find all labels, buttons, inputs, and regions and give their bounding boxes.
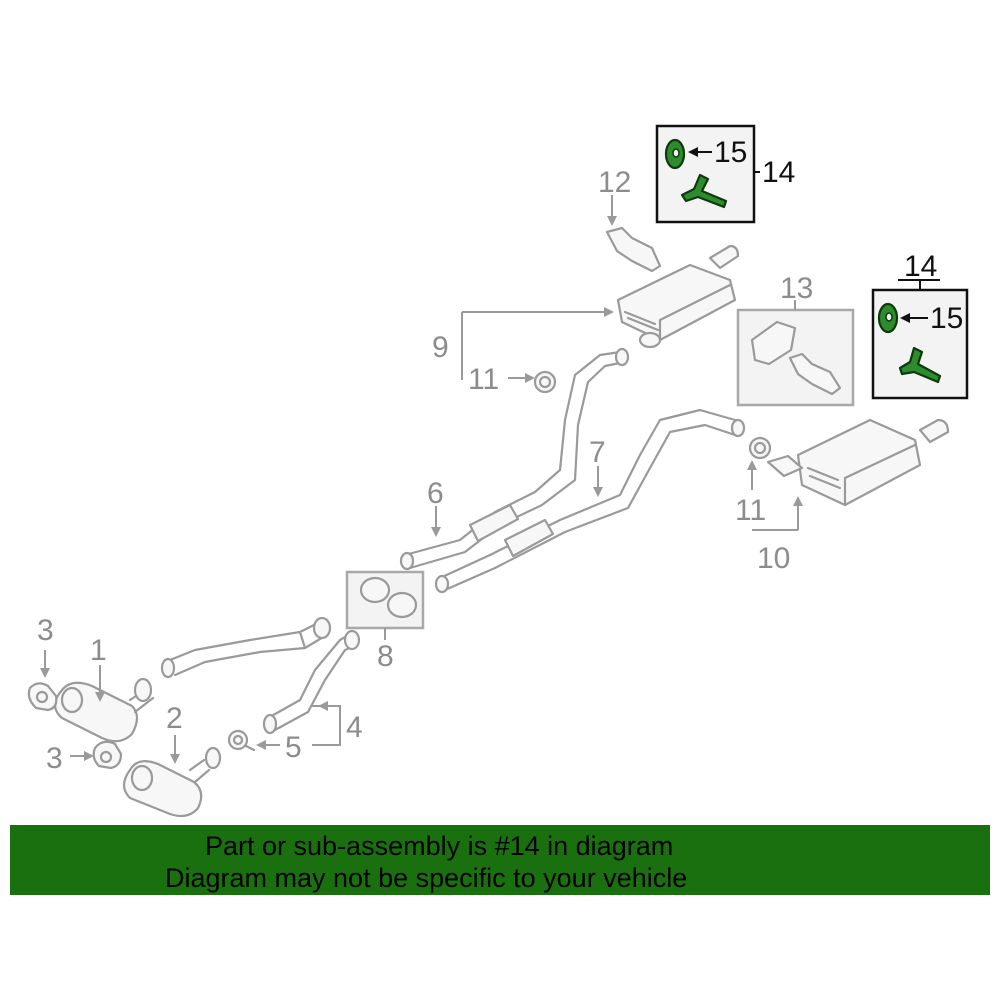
callout-11-upper: 11 xyxy=(468,363,499,396)
front-pipe-4[interactable] xyxy=(160,616,361,735)
hanger-assembly-14-upper[interactable] xyxy=(655,124,760,224)
intermediate-pipe-6[interactable] xyxy=(399,347,630,571)
callout-9: 9 xyxy=(432,331,449,364)
clamp-kit-8[interactable] xyxy=(345,570,425,630)
callout-5: 5 xyxy=(285,731,302,764)
callout-11-lower: 11 xyxy=(735,494,766,527)
catalytic-converter-2[interactable] xyxy=(122,746,222,818)
callout-14-upper: 14 xyxy=(762,156,795,189)
callout-12: 12 xyxy=(598,166,631,199)
callout-7: 7 xyxy=(589,436,606,469)
callout-4: 4 xyxy=(346,711,363,744)
intermediate-pipe-7[interactable] xyxy=(434,408,746,594)
hanger-rod-14-lower[interactable] xyxy=(898,346,942,384)
leader-lines xyxy=(40,195,803,764)
callout-2: 2 xyxy=(166,702,183,735)
muffler-assembly-10[interactable] xyxy=(766,418,950,507)
banner-line-part-number: Part or sub-assembly is #14 in diagram xyxy=(205,831,674,861)
insulator-15-lower[interactable] xyxy=(877,302,899,334)
heat-shield-box-13[interactable] xyxy=(736,308,855,407)
callout-labels: 1 3 2 3 4 5 6 7 8 9 11 12 13 11 10 15 14… xyxy=(37,136,963,775)
bracket-12[interactable] xyxy=(605,226,662,273)
clamp-11-upper[interactable] xyxy=(533,370,557,394)
info-banner: Part or sub-assembly is #14 in diagram D… xyxy=(10,825,990,895)
callout-15-lower: 15 xyxy=(930,302,963,335)
gasket-3-upper[interactable] xyxy=(27,682,58,712)
banner-line-disclaimer: Diagram may not be specific to your vehi… xyxy=(165,863,688,893)
callout-10: 10 xyxy=(757,542,790,575)
callout-13: 13 xyxy=(780,272,813,305)
insulator-15-upper[interactable] xyxy=(664,138,686,170)
callout-1: 1 xyxy=(90,634,107,667)
hanger-rod-14-upper[interactable] xyxy=(680,173,728,209)
hanger-assembly-14-lower[interactable] xyxy=(871,279,969,400)
catalytic-converter-1[interactable] xyxy=(53,677,155,743)
callout-3-lower: 3 xyxy=(46,742,63,775)
clamp-11-lower[interactable] xyxy=(748,436,772,460)
callout-8: 8 xyxy=(377,640,394,673)
callout-3-upper: 3 xyxy=(37,614,54,647)
muffler-assembly-9[interactable] xyxy=(616,244,740,349)
callout-6: 6 xyxy=(427,477,444,510)
callout-15-upper: 15 xyxy=(714,136,747,169)
callout-14-lower: 14 xyxy=(904,250,937,283)
clamp-5[interactable] xyxy=(227,729,256,752)
gasket-3-lower[interactable] xyxy=(92,740,123,770)
